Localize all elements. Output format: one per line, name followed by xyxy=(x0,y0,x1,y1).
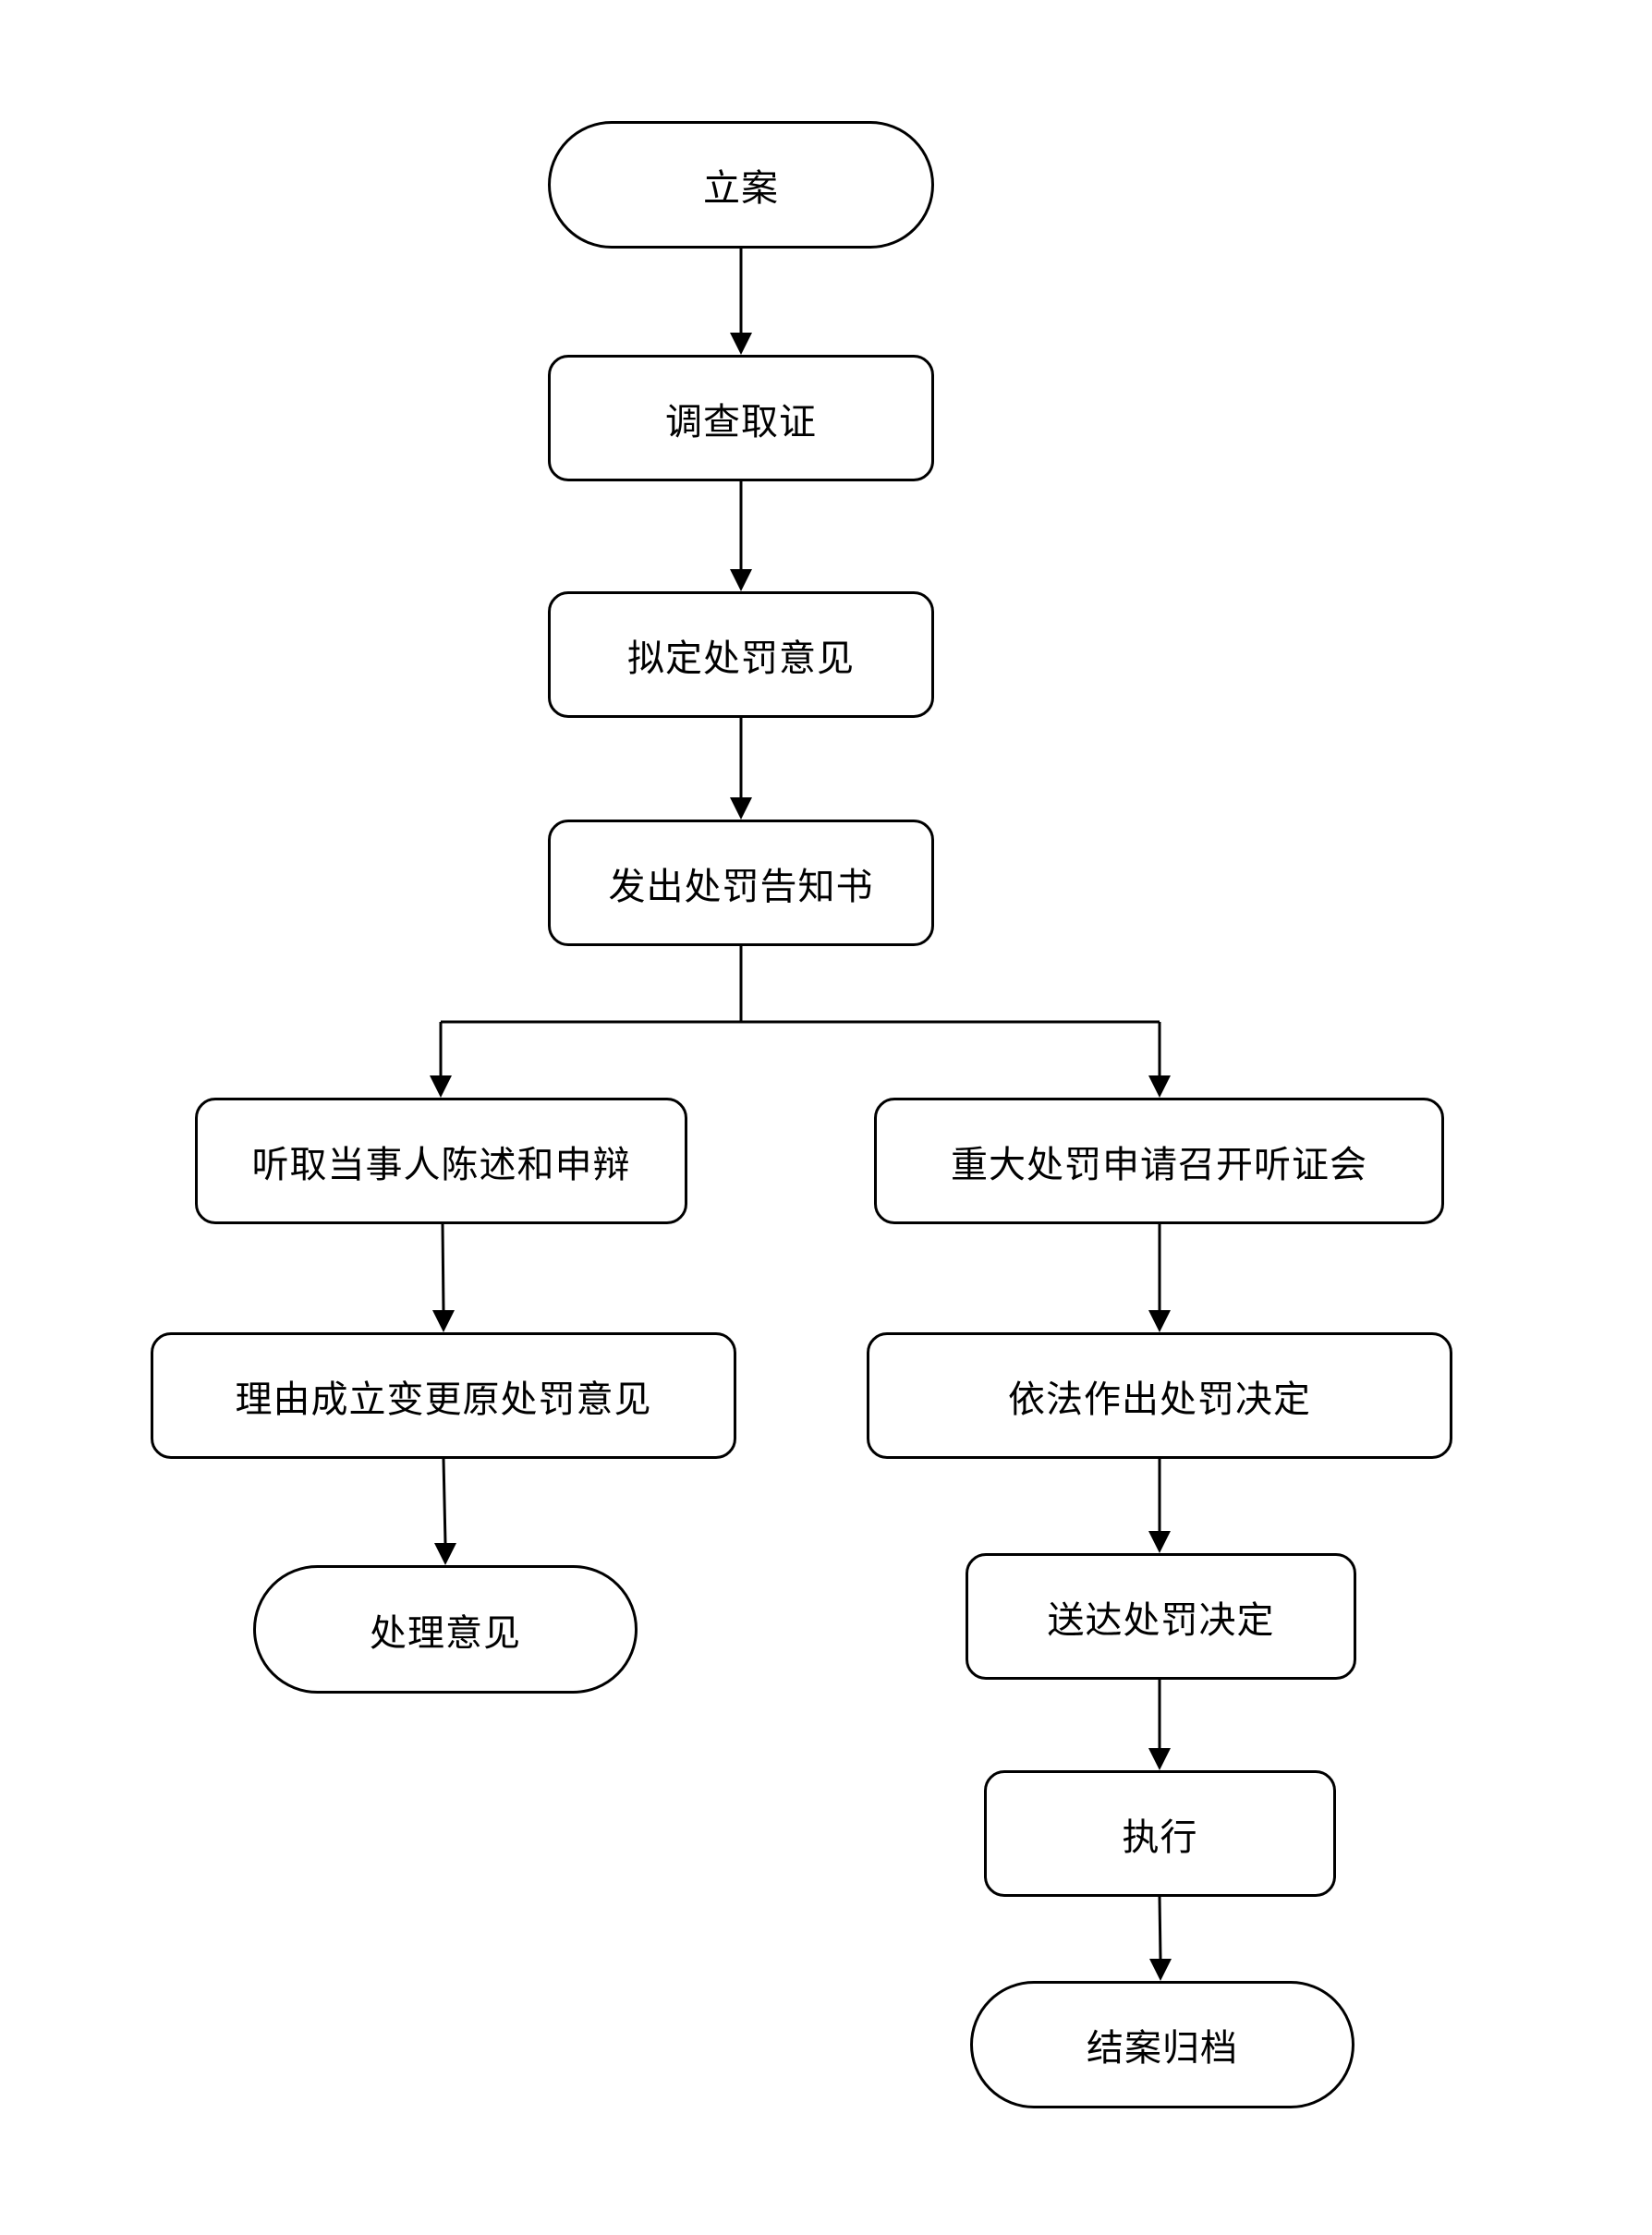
node-li-an: 立案 xyxy=(548,121,934,249)
arrowhead-icon xyxy=(430,1075,452,1098)
arrowhead-icon xyxy=(1148,1075,1171,1098)
arrowhead-icon xyxy=(730,569,752,591)
node-chuli-yijian: 处理意见 xyxy=(253,1565,638,1694)
node-tingqu-chenshu-shenbian: 听取当事人陈述和申辩 xyxy=(195,1098,687,1224)
node-jiean-guidang: 结案归档 xyxy=(970,1981,1354,2108)
node-songda-chufa-jueding: 送达处罚决定 xyxy=(966,1553,1356,1680)
node-liyou-chengli-biangeng: 理由成立变更原处罚意见 xyxy=(151,1332,736,1459)
arrow-fachu-branch xyxy=(441,946,1160,1024)
arrowhead-icon xyxy=(730,333,752,355)
node-zhixing: 执行 xyxy=(984,1770,1336,1897)
arrowhead-icon xyxy=(434,1543,456,1565)
arrowhead-icon xyxy=(432,1310,455,1332)
arrowhead-icon xyxy=(1148,1310,1171,1332)
node-yifa-zuochu-jueding: 依法作出处罚决定 xyxy=(867,1332,1452,1459)
node-diaocha-quzheng: 调查取证 xyxy=(548,355,934,481)
arrowhead-icon xyxy=(1148,1748,1171,1770)
node-zhongda-chufa-tingzhenghui: 重大处罚申请召开听证会 xyxy=(874,1098,1444,1224)
node-niding-chufa-yijian: 拟定处罚意见 xyxy=(548,591,934,718)
node-fachu-chufa-gaozhishu: 发出处罚告知书 xyxy=(548,820,934,946)
arrowhead-icon xyxy=(1149,1959,1172,1981)
arrowhead-icon xyxy=(1148,1531,1171,1553)
arrow-liyou-to-chuli xyxy=(442,1458,447,1544)
arrowhead-icon xyxy=(730,797,752,820)
